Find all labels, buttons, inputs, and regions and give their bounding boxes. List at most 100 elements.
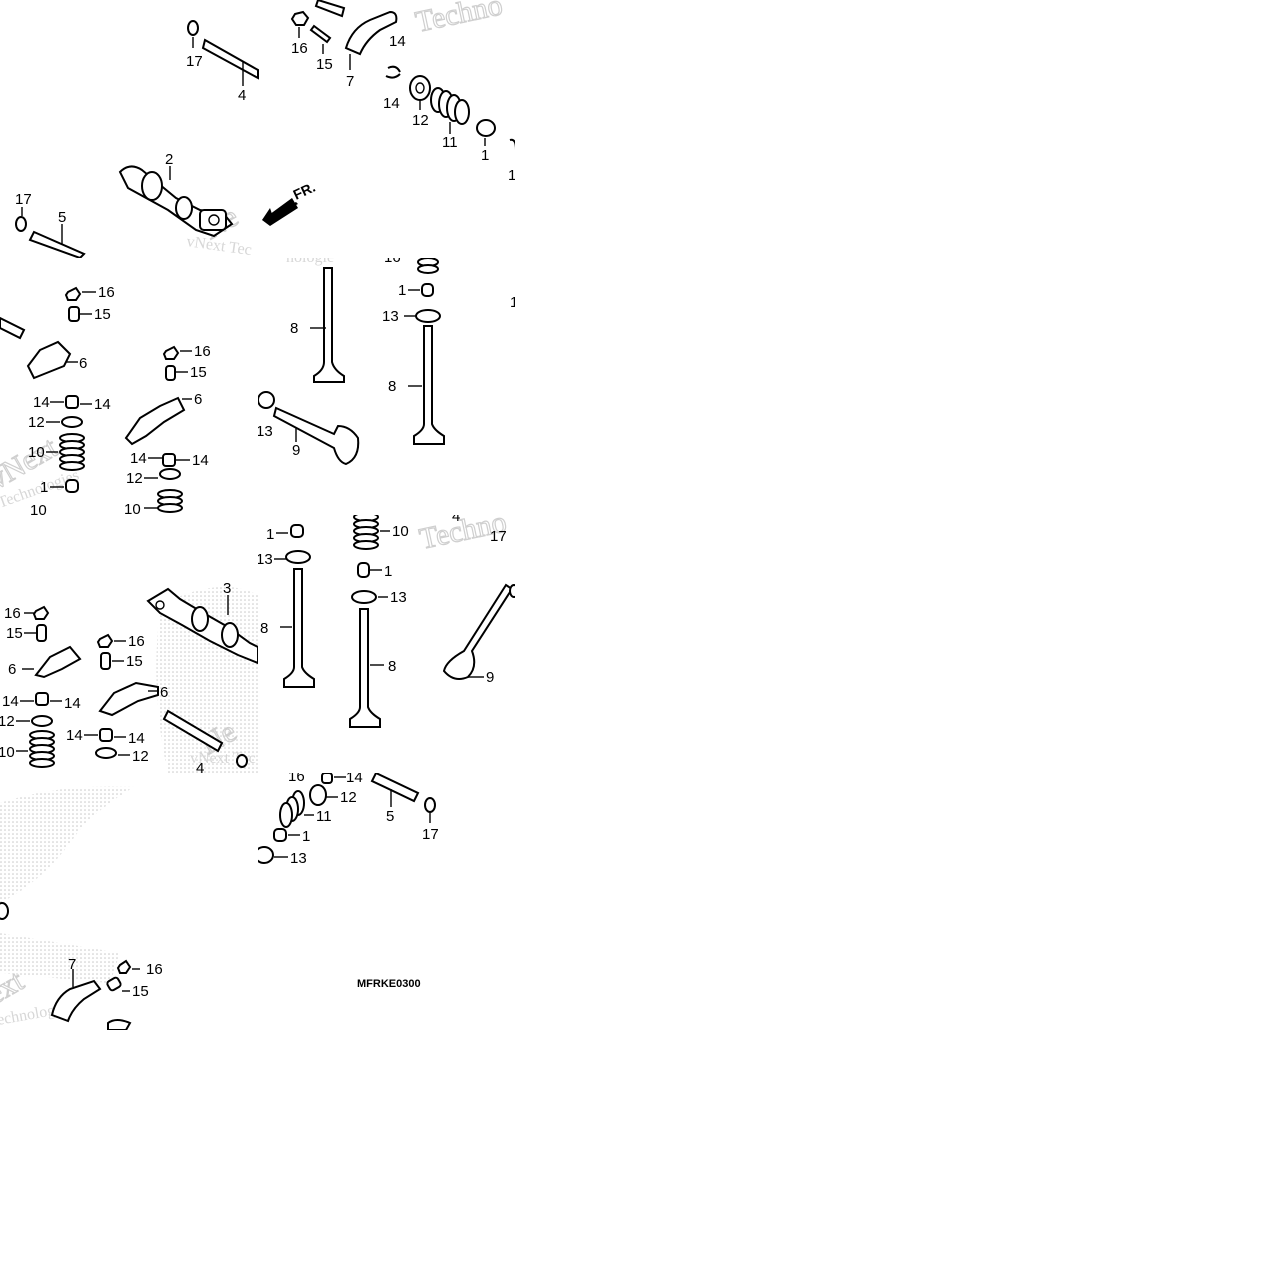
tile-lower-right-drawing: Techno 1 13 8 10 1 bbox=[258, 515, 515, 728]
adjust-screw-15 bbox=[68, 306, 80, 322]
valve-spring-10 bbox=[29, 730, 55, 768]
callout-5: 5 bbox=[386, 808, 394, 825]
callout-6: 6 bbox=[160, 684, 168, 701]
callout-11: 11 bbox=[442, 134, 458, 151]
rocker-shaft-4 bbox=[162, 709, 224, 753]
spring-retainer-12 bbox=[409, 75, 431, 101]
diagram-tile-middle-right: nologie 8 16 1 13 8 1 bbox=[258, 258, 515, 515]
rocker-arm-6 bbox=[34, 645, 82, 679]
callout-7: 7 bbox=[68, 956, 76, 973]
spring-retainer-12 bbox=[31, 715, 53, 727]
exhaust-valve-9 bbox=[442, 583, 515, 680]
valve-cotter-14 bbox=[35, 692, 49, 706]
callout-1: 1 bbox=[508, 167, 515, 184]
rocker-shaft-end bbox=[0, 316, 26, 340]
callout-14: 14 bbox=[389, 33, 406, 50]
callout-15: 15 bbox=[94, 306, 111, 323]
callout-12: 12 bbox=[0, 713, 15, 730]
rocker-shaft-5 bbox=[28, 230, 86, 258]
diagram-tile-bottom-left: ext echnologies 7 bbox=[0, 773, 140, 1030]
stem-seal-1 bbox=[421, 283, 434, 297]
callout-4: 4 bbox=[452, 515, 460, 525]
spring-retainer-12 bbox=[61, 416, 83, 428]
valve-spring-top bbox=[417, 258, 439, 274]
callout-2: 2 bbox=[165, 151, 173, 168]
diagram-tile-lower-right: Techno 1 13 8 10 1 bbox=[258, 515, 515, 773]
valve-seat-13 bbox=[258, 846, 274, 864]
stem-seal-1 bbox=[65, 479, 79, 493]
callout-15: 15 bbox=[126, 653, 143, 670]
diagram-code: MFRKE0300 bbox=[357, 978, 421, 990]
callout-8: 8 bbox=[290, 320, 298, 337]
nut-16 bbox=[162, 345, 180, 360]
callout-10: 10 bbox=[392, 523, 409, 540]
callout-1: 1 bbox=[398, 282, 406, 299]
diagram-tile-bottom-middle: 16 14 12 11 1 13 5 17 bbox=[258, 773, 515, 871]
callout-14: 14 bbox=[2, 693, 19, 710]
exhaust-valve-9 bbox=[272, 406, 360, 466]
watermark-logo bbox=[0, 786, 134, 903]
washer-17 bbox=[424, 797, 436, 813]
callout-13: 13 bbox=[390, 589, 407, 606]
callout-13: 13 bbox=[382, 308, 399, 325]
callout-1: 1 bbox=[481, 147, 489, 164]
watermark-logo bbox=[0, 933, 120, 983]
rocker-arm-6 bbox=[124, 396, 186, 446]
callout-13: 13 bbox=[258, 423, 273, 440]
callout-3: 3 bbox=[223, 580, 231, 597]
callout-10: 10 bbox=[30, 502, 47, 515]
valve-cotter-14 bbox=[321, 773, 333, 784]
callout-16: 16 bbox=[98, 284, 115, 301]
callout-10: 10 bbox=[28, 444, 45, 461]
callout-6: 6 bbox=[8, 661, 16, 678]
callout-6: 6 bbox=[194, 391, 202, 408]
callout-12: 12 bbox=[340, 789, 357, 806]
valve-cotter-14 bbox=[65, 395, 79, 409]
nut-16 bbox=[290, 10, 310, 26]
callout-5: 5 bbox=[58, 209, 66, 226]
tile-middle-right-drawing: nologie 8 16 1 13 8 1 bbox=[258, 258, 515, 466]
callout-8: 8 bbox=[388, 378, 396, 395]
callout-15: 15 bbox=[316, 56, 333, 73]
callout-8: 8 bbox=[388, 658, 396, 675]
callout-7: 7 bbox=[346, 73, 354, 90]
rocker-shaft-end bbox=[107, 1019, 132, 1030]
intake-valve-8 bbox=[349, 608, 381, 728]
callout-8: 8 bbox=[260, 620, 268, 637]
rocker-shaft-5 bbox=[370, 773, 420, 803]
spring-retainer-12 bbox=[95, 747, 117, 759]
nut-16 bbox=[64, 286, 82, 301]
nut-16 bbox=[32, 605, 50, 620]
rocker-arm-7 bbox=[50, 979, 102, 1023]
callout-16: 16 bbox=[4, 605, 21, 622]
spring-retainer-12 bbox=[309, 784, 327, 806]
valve-spring-10 bbox=[157, 489, 183, 513]
valve-spring-11 bbox=[430, 87, 470, 125]
callout-4: 4 bbox=[196, 760, 204, 773]
seat-edge bbox=[509, 138, 515, 151]
callout-12: 12 bbox=[412, 112, 429, 129]
rocker-arm-7 bbox=[344, 10, 398, 56]
callout-14: 14 bbox=[130, 450, 147, 467]
callout-4: 4 bbox=[238, 87, 246, 104]
callout-14: 14 bbox=[128, 730, 145, 747]
tile-bottom-left-drawing: ext echnologies 7 bbox=[0, 786, 140, 1030]
stem-seal-1 bbox=[273, 828, 287, 842]
valve-spring-11 bbox=[279, 790, 305, 828]
callout-17: 17 bbox=[422, 826, 439, 843]
washer-17 bbox=[15, 216, 27, 232]
callout-15: 15 bbox=[6, 625, 23, 642]
tile-middle-left-drawing: vNext Technologies 16 15 6 16 15 6 14 bbox=[0, 284, 211, 515]
stem-seal-1 bbox=[476, 119, 496, 137]
nut-16 bbox=[116, 959, 132, 974]
valve-cotter-14 bbox=[385, 73, 401, 79]
valve-seat-13 bbox=[285, 550, 311, 564]
rocker-arm-6 bbox=[98, 681, 159, 717]
nut-16 bbox=[96, 633, 114, 648]
watermark-text: Techno bbox=[413, 0, 506, 39]
callout-16: 16 bbox=[128, 633, 145, 650]
callout-1: 1 bbox=[302, 828, 310, 845]
valve-seat-13 bbox=[258, 391, 275, 409]
diagram-tile-top-left: Techno vNext Tec Ne 17 4 16 15 7 14 bbox=[0, 0, 515, 258]
diagram-tile-lower-left: Ne vNext Tec 16 15 6 16 15 6 14 14 bbox=[0, 515, 258, 773]
